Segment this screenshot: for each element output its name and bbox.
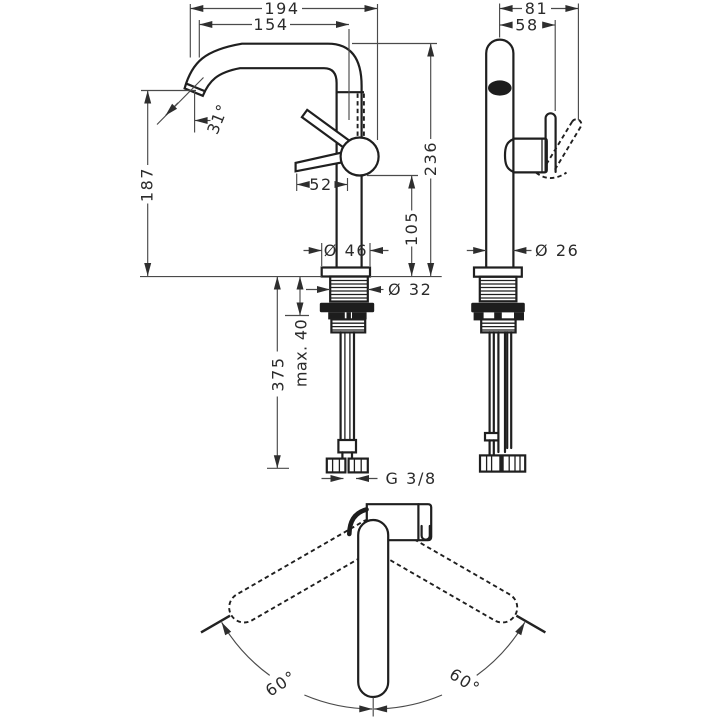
dim-31deg-label: 31° xyxy=(203,101,232,137)
spout-outlet-face xyxy=(185,82,206,93)
spout-outlet-front xyxy=(488,80,512,96)
dim-52-label: 52 xyxy=(309,175,333,194)
hose-fittings xyxy=(325,457,369,474)
dim-dia26-label: Ø 26 xyxy=(535,241,579,260)
dim-375-label: 375 xyxy=(269,356,288,391)
dim-dia46-label: Ø 46 xyxy=(324,241,368,260)
dim-g38-label: G 3/8 xyxy=(386,469,437,488)
top-handle-pin xyxy=(420,524,431,541)
top-spout-joint-arc xyxy=(347,507,369,537)
front-view xyxy=(471,38,583,473)
handle-pin-rotated-dashed xyxy=(535,118,583,179)
front-base-flange xyxy=(472,266,523,278)
front-hoses xyxy=(478,331,527,473)
top-spout xyxy=(357,518,390,699)
front-handle xyxy=(503,112,583,179)
supply-tube xyxy=(337,331,358,460)
dim-187-label: 187 xyxy=(138,167,157,202)
dim-dia32-label: Ø 32 xyxy=(388,280,432,299)
spout-outline xyxy=(183,42,364,98)
front-view-dimensions: 81 58 Ø 26 xyxy=(466,0,579,260)
dim-58-label: 58 xyxy=(515,16,539,35)
side-view xyxy=(140,42,442,474)
front-washer-nut xyxy=(471,302,525,334)
dim-105-label: 105 xyxy=(402,211,421,246)
dim-60deg-left-label: 60° xyxy=(262,666,300,700)
handle-pin xyxy=(544,112,557,173)
dim-max40-label: max. 40 xyxy=(292,319,311,387)
mounting-washer-nut xyxy=(319,302,375,334)
threaded-shank xyxy=(329,275,369,303)
side-view-dimensions: 194 154 187 236 105 52 31° Ø 46 Ø 32 max… xyxy=(138,0,441,488)
dim-236-label: 236 xyxy=(421,141,440,176)
dim-154-label: 154 xyxy=(253,15,288,34)
front-body xyxy=(485,38,515,269)
dim-60deg-right-label: 60° xyxy=(446,664,484,698)
handle-ball xyxy=(339,136,380,177)
top-view xyxy=(228,503,519,699)
dim-194-label: 194 xyxy=(264,0,299,18)
front-threaded-shank xyxy=(478,275,518,303)
base-flange xyxy=(320,266,372,278)
dim-81-label: 81 xyxy=(525,0,549,18)
